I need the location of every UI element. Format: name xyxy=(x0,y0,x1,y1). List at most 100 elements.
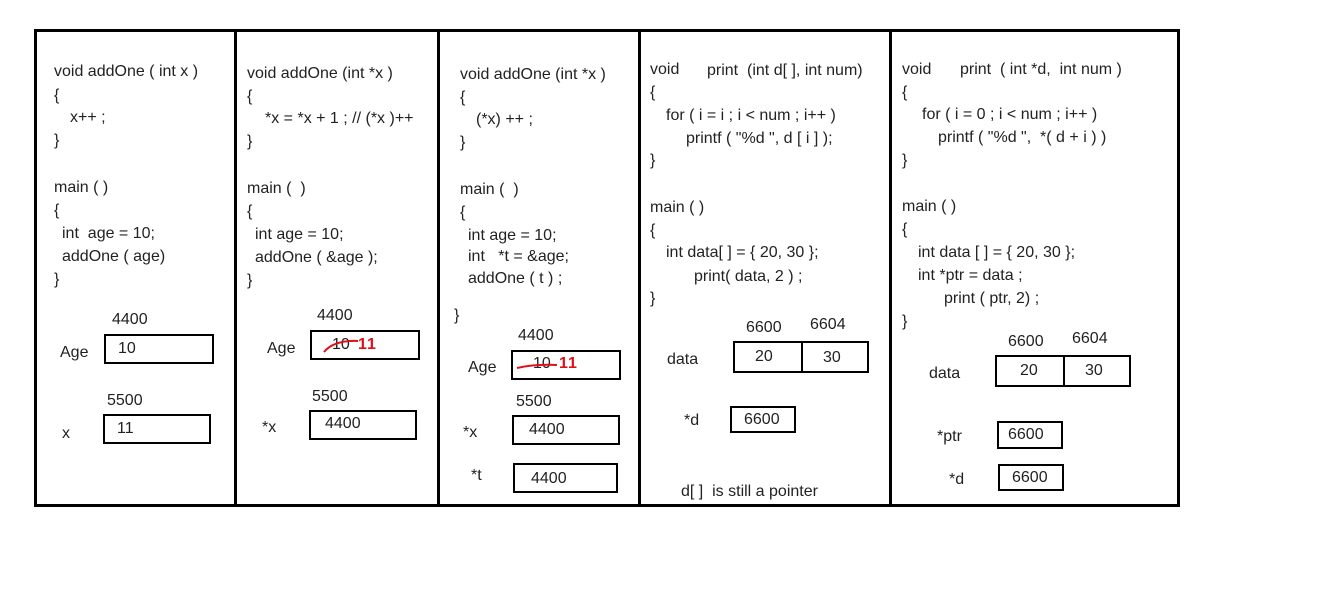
cell-value: 6600 xyxy=(1008,426,1044,443)
memory-address: 6600 xyxy=(1008,333,1044,350)
code-line: main ( ) xyxy=(54,179,109,196)
variable-label: Age xyxy=(60,344,89,361)
memory-cell: 10 11 xyxy=(511,350,621,380)
code-line: } xyxy=(902,152,908,169)
variable-label: *d xyxy=(684,412,700,429)
code-line: (*x) ++ ; xyxy=(476,111,533,128)
memory-cell: 6600 xyxy=(998,464,1064,491)
memory-address: 6604 xyxy=(810,316,846,333)
code-line: main ( ) xyxy=(247,180,306,197)
cell-value: 11 xyxy=(117,420,134,437)
array-cells: 20 30 xyxy=(995,355,1131,387)
memory-address: 4400 xyxy=(112,311,148,328)
panel-divider xyxy=(234,29,237,507)
code-line: x++ ; xyxy=(70,109,106,126)
memory-address: 5500 xyxy=(107,392,143,409)
code-line: { xyxy=(650,84,656,101)
new-value: 11 xyxy=(358,336,377,353)
code-line: void addOne (int *x ) xyxy=(460,66,606,83)
code-line: *x = *x + 1 ; // (*x )++ xyxy=(265,110,414,127)
code-line: int data[ ] = { 20, 30 }; xyxy=(666,244,819,261)
memory-cell: 4400 xyxy=(309,410,417,440)
code-line: print ( ptr, 2) ; xyxy=(944,290,1040,307)
code-line: { xyxy=(902,84,908,101)
memory-cell: 10 11 xyxy=(310,330,420,360)
code-line: int age = 10; xyxy=(62,225,155,242)
code-line: void addOne (int *x ) xyxy=(247,65,393,82)
code-line: for ( i = i ; i < num ; i++ ) xyxy=(666,107,836,124)
memory-cell: 6600 xyxy=(997,421,1063,449)
code-line: print ( int *d, int num ) xyxy=(960,61,1122,78)
code-line: } xyxy=(650,152,656,169)
code-line: addOne ( t ) ; xyxy=(468,270,563,287)
code-line: } xyxy=(54,271,60,288)
variable-label: Age xyxy=(468,359,497,376)
cell-value: 4400 xyxy=(531,470,567,487)
cell-value: 6600 xyxy=(744,411,780,428)
memory-address: 6600 xyxy=(746,319,782,336)
code-line: addOne ( age) xyxy=(62,248,166,265)
annotation-note: d[ ] is still a pointer xyxy=(681,483,818,500)
variable-label: *t xyxy=(471,467,482,484)
code-line: main ( ) xyxy=(650,199,705,216)
strikethrough-mark xyxy=(516,363,558,369)
code-line: } xyxy=(902,313,908,330)
cell-divider xyxy=(801,343,803,371)
memory-cell: 11 xyxy=(103,414,211,444)
code-line: { xyxy=(247,203,253,220)
memory-address: 5500 xyxy=(312,388,348,405)
diagram-frame xyxy=(34,29,1180,507)
code-line: { xyxy=(54,202,60,219)
code-line: int age = 10; xyxy=(255,226,344,243)
cell-value: 20 xyxy=(1020,362,1038,379)
code-line: print( data, 2 ) ; xyxy=(694,268,803,285)
code-line: void xyxy=(902,61,932,78)
code-line: } xyxy=(460,134,466,151)
variable-label: *ptr xyxy=(937,428,962,445)
code-line: } xyxy=(650,290,656,307)
memory-cell: 10 xyxy=(104,334,214,364)
panel-divider xyxy=(437,29,440,507)
cell-divider xyxy=(1063,357,1065,385)
variable-label: *x xyxy=(463,424,478,441)
code-line: } xyxy=(247,272,253,289)
memory-address: 5500 xyxy=(516,393,552,410)
code-line: } xyxy=(454,307,460,324)
code-line: { xyxy=(460,89,466,106)
cell-value: 20 xyxy=(755,348,773,365)
code-line: void xyxy=(650,61,680,78)
panel-divider xyxy=(638,29,641,507)
cell-value: 4400 xyxy=(529,421,565,438)
panel-divider xyxy=(889,29,892,507)
code-line: { xyxy=(54,87,60,104)
cell-value: 30 xyxy=(823,349,841,366)
code-line: } xyxy=(247,133,253,150)
code-line: printf ( "%d ", *( d + i ) ) xyxy=(938,129,1107,146)
strikethrough-mark xyxy=(323,339,359,353)
variable-label: x xyxy=(62,425,70,442)
code-line: print (int d[ ], int num) xyxy=(707,62,863,79)
memory-address: 4400 xyxy=(518,327,554,344)
code-line: addOne ( &age ); xyxy=(255,249,378,266)
cell-value: 4400 xyxy=(325,415,361,432)
cell-value: 6600 xyxy=(1012,469,1048,486)
code-line: { xyxy=(247,88,253,105)
variable-label: data xyxy=(929,365,961,382)
array-cells: 20 30 xyxy=(733,341,869,373)
code-line: for ( i = 0 ; i < num ; i++ ) xyxy=(922,106,1098,123)
code-line: } xyxy=(54,132,60,149)
memory-address: 6604 xyxy=(1072,330,1108,347)
memory-cell: 4400 xyxy=(513,463,618,493)
memory-address: 4400 xyxy=(317,307,353,324)
code-line: { xyxy=(460,204,466,221)
cell-value: 30 xyxy=(1085,362,1103,379)
code-line: int *ptr = data ; xyxy=(918,267,1023,284)
code-line: int data [ ] = { 20, 30 }; xyxy=(918,244,1076,261)
old-value: 10 xyxy=(533,355,551,372)
code-line: main ( ) xyxy=(902,198,957,215)
memory-cell: 4400 xyxy=(512,415,620,445)
code-line: { xyxy=(650,222,656,239)
code-line: int *t = &age; xyxy=(468,248,569,265)
variable-label: data xyxy=(667,351,699,368)
variable-label: *x xyxy=(262,419,277,436)
